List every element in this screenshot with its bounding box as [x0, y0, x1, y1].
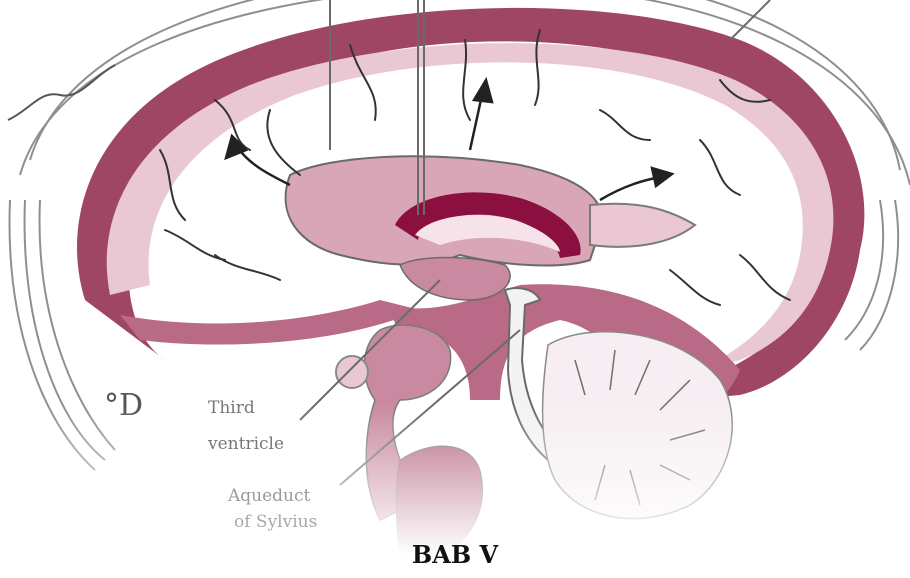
arrow-right [600, 177, 660, 200]
sulcus-9 [600, 110, 650, 140]
third-ventricle-cavity [400, 258, 510, 301]
arrow-top [470, 95, 482, 150]
label-third-ventricle-line1: Third [208, 396, 255, 420]
ventricle-horn [590, 204, 695, 247]
arrow-top-head [474, 80, 492, 102]
pituitary [336, 356, 368, 388]
sulcus-12 [670, 270, 720, 305]
label-third-ventricle-line2: ventricle [208, 432, 284, 456]
arrow-left-up [238, 148, 290, 185]
lateral-ventricle [286, 156, 695, 300]
sulcus-5 [215, 255, 280, 280]
arrow-right-head [652, 168, 672, 186]
sulcus-11 [740, 255, 790, 300]
wavy-vessel-left [8, 65, 115, 120]
corner-mark-text: °D [104, 388, 143, 423]
sulcus-2 [267, 110, 300, 175]
corner-mark: °D [104, 388, 143, 423]
chapter-heading: BAB V [0, 540, 910, 570]
label-aqueduct-line1: Aqueduct [228, 484, 310, 508]
sulcus-10 [700, 140, 740, 195]
label-aqueduct-line2: of Sylvius [234, 510, 317, 534]
